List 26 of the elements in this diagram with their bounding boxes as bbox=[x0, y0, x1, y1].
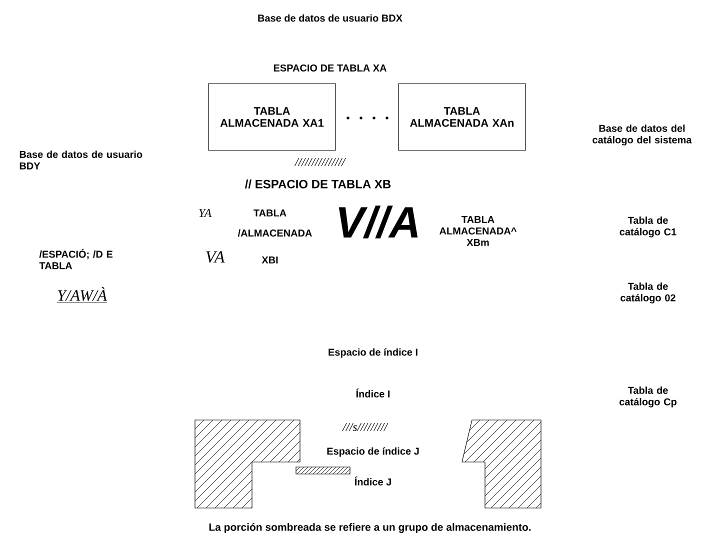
index-label: Índice J bbox=[354, 476, 391, 486]
side-heading: Base de datos de usuario BDY bbox=[20, 150, 142, 170]
table-box: TABLA ALMACENADA XA1 bbox=[208, 83, 336, 151]
hatch-text: VA bbox=[206, 251, 225, 263]
section-heading: // ESPACIO DE TABLA XB bbox=[245, 180, 391, 188]
hatch-text: /////////////// bbox=[294, 158, 346, 166]
side-label: /ESPACIÓ; /D E TABLA bbox=[39, 248, 113, 270]
caption: La porción sombreada se refiere a un grupo de almacenamiento. bbox=[209, 523, 531, 533]
side-heading: Base de datos del catálogo del sistema bbox=[592, 124, 692, 146]
table-label: TABLA bbox=[254, 210, 286, 216]
title: Base de datos de usuario BDX bbox=[258, 14, 402, 22]
section-heading: ESPACIO DE TABLA XA bbox=[274, 64, 386, 72]
index-space-label: Espacio de índice J bbox=[327, 447, 419, 457]
catalog-label: Tabla de catálogo 02 bbox=[620, 282, 676, 304]
hatch-text: Y/AW/À bbox=[56, 287, 108, 303]
catalog-label: Tabla de catálogo Cp bbox=[620, 386, 676, 408]
hatch-text: ///s///////// bbox=[342, 422, 388, 431]
table-label: XBI bbox=[262, 256, 278, 264]
index-label: Índice I bbox=[356, 388, 390, 398]
table-box: TABLA ALMACENADA XAn bbox=[398, 83, 526, 151]
hatch-text: YA bbox=[199, 209, 212, 217]
table-label: TABLA ALMACENADA^ XBm bbox=[440, 216, 517, 246]
hatch-text: V//A bbox=[338, 206, 418, 238]
index-space-label: Espacio de índice I bbox=[328, 348, 418, 358]
table-label: /ALMACENADA bbox=[238, 229, 312, 237]
catalog-label: Tabla de catálogo C1 bbox=[620, 216, 676, 238]
